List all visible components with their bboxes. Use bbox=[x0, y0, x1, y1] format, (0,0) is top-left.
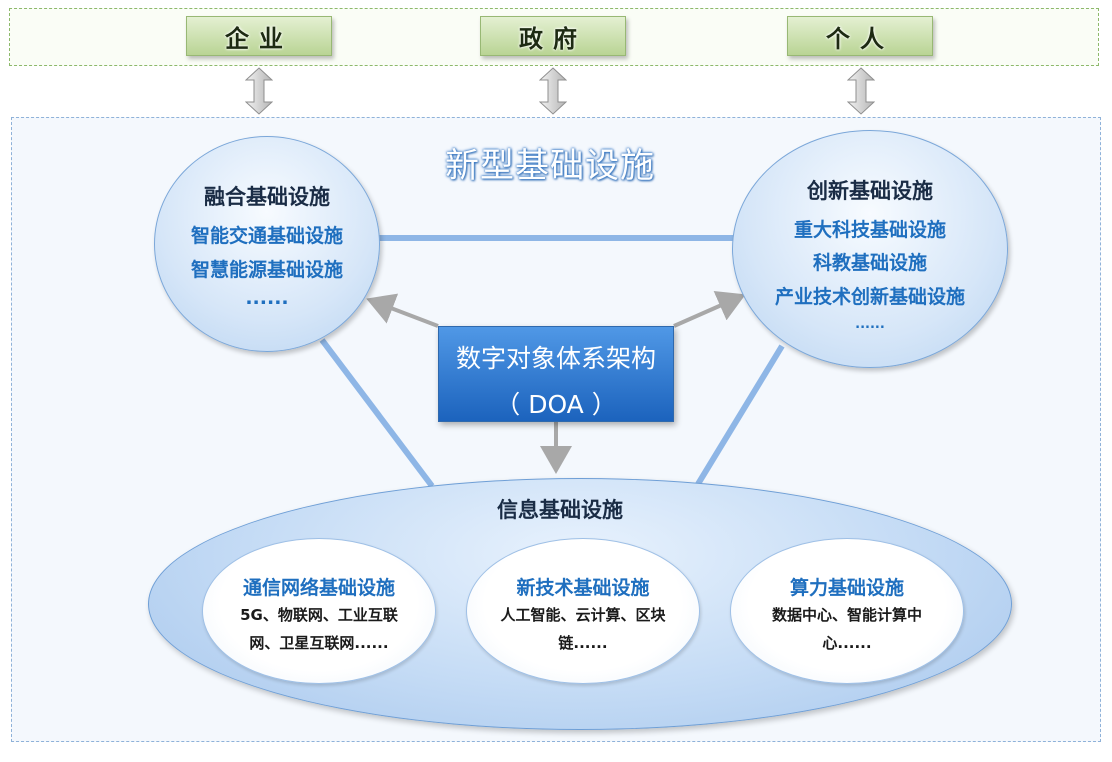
connector-line bbox=[319, 338, 435, 488]
fusion-ellipsis: ...... bbox=[245, 287, 289, 309]
fusion-item: 智慧能源基础设施 bbox=[190, 259, 343, 281]
computing-power-group: 算力基础设施 数据中心、智能计算中心...... bbox=[730, 538, 964, 684]
communication-network-group: 通信网络基础设施 5G、物联网、工业互联网、卫星互联网...... bbox=[202, 538, 436, 684]
double-arrow-icon bbox=[847, 67, 875, 115]
doa-abbreviation: （ DOA ） bbox=[495, 390, 617, 419]
stakeholder-individual: 个人 bbox=[787, 16, 933, 56]
information-heading: 信息基础设施 bbox=[497, 498, 623, 522]
diagram-title: 新型基础设施 bbox=[445, 146, 655, 186]
group-heading: 算力基础设施 bbox=[789, 577, 904, 599]
arrow-icon bbox=[673, 291, 746, 328]
group-heading: 新技术基础设施 bbox=[516, 577, 650, 599]
group-description: 数据中心、智能计算中心...... bbox=[771, 606, 922, 652]
fusion-infrastructure-circle: 融合基础设施 智能交通基础设施 智慧能源基础设施 ...... bbox=[154, 136, 380, 352]
group-description: 人工智能、云计算、区块链...... bbox=[500, 606, 666, 652]
group-description: 5G、物联网、工业互联网、卫星互联网...... bbox=[240, 606, 398, 652]
double-arrow-icon bbox=[245, 67, 273, 115]
stakeholder-government: 政府 bbox=[480, 16, 626, 56]
innovation-item: 产业技术创新基础设施 bbox=[774, 286, 965, 308]
fusion-item: 智能交通基础设施 bbox=[190, 225, 343, 247]
innovation-item: 重大科技基础设施 bbox=[793, 219, 946, 241]
double-arrow-icon bbox=[539, 67, 567, 115]
group-heading: 通信网络基础设施 bbox=[242, 577, 395, 599]
new-technology-group: 新技术基础设施 人工智能、云计算、区块链...... bbox=[466, 538, 700, 684]
doa-name: 数字对象体系架构 bbox=[455, 344, 656, 373]
stakeholder-enterprise: 企业 bbox=[186, 16, 332, 56]
fusion-heading: 融合基础设施 bbox=[204, 185, 330, 209]
arrow-icon bbox=[366, 293, 439, 328]
connector-line bbox=[695, 344, 785, 486]
innovation-ellipsis: ...... bbox=[855, 317, 885, 332]
doa-box: 数字对象体系架构 （ DOA ） bbox=[438, 326, 674, 422]
innovation-heading: 创新基础设施 bbox=[807, 179, 933, 203]
innovation-infrastructure-circle: 创新基础设施 重大科技基础设施 科教基础设施 产业技术创新基础设施 ...... bbox=[732, 130, 1008, 368]
innovation-item: 科教基础设施 bbox=[812, 252, 927, 274]
